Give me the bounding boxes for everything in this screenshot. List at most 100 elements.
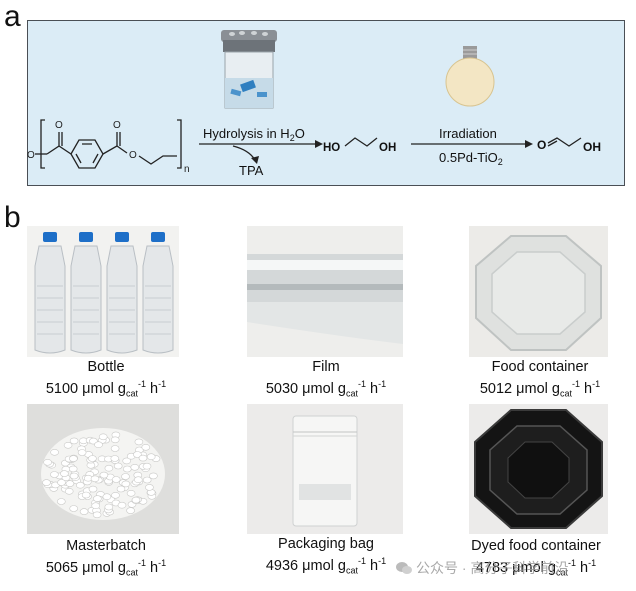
caption-bottle: Bottle 5100 μmol gcat-1 h-1 [6, 359, 206, 403]
byproduct-tpa: TPA [239, 163, 264, 178]
eg-backbone [344, 137, 378, 147]
pellet [142, 462, 152, 470]
irradiation-label: Irradiation [439, 126, 497, 141]
caption-packaging-bag: Packaging bag 4936 μmol gcat-1 h-1 [226, 536, 426, 580]
ga-oh: OH [583, 140, 601, 154]
pellet [122, 457, 131, 465]
pellet [134, 476, 143, 483]
pellet [116, 485, 126, 493]
pellet [92, 511, 102, 519]
reaction-scheme-box [27, 20, 625, 186]
sample-rate: 5012 μmol gcat-1 h-1 [479, 379, 601, 399]
pellet [42, 479, 51, 486]
bracket-right [177, 119, 182, 169]
pellet [88, 455, 97, 462]
pellet [77, 449, 87, 456]
ester-oxygen-top-1: O [55, 120, 63, 131]
pellet [111, 476, 121, 483]
pellet [149, 472, 158, 480]
pellet [63, 441, 73, 449]
pellet [145, 484, 154, 491]
pellet [69, 437, 79, 445]
panel-label-b: b [4, 201, 21, 234]
pellet [69, 505, 79, 512]
pellet [99, 471, 109, 479]
eg-ho: HO [323, 142, 340, 154]
sample-rate: 5065 μmol gcat-1 h-1 [45, 558, 167, 578]
ga-backbone [547, 137, 582, 147]
wechat-icon [396, 562, 412, 574]
pellet [126, 490, 136, 497]
pellet [91, 502, 100, 509]
sample-rate: 4783 μmol gcat-1 h-1 [475, 558, 597, 578]
ester-oxygen-link-2: O [129, 150, 137, 161]
pellet [93, 495, 102, 502]
photo-film [247, 226, 403, 357]
pellet [56, 498, 66, 505]
pellet [104, 464, 114, 472]
pellet [98, 433, 108, 441]
sample-rate: 5100 μmol gcat-1 h-1 [45, 379, 167, 399]
pellet [131, 496, 141, 504]
pellet [110, 445, 120, 452]
bottles-illustration [34, 232, 174, 354]
pellet [50, 471, 59, 478]
sample-name: Food container [491, 359, 589, 375]
pellet [142, 476, 152, 484]
ester-oxygen-link-1: O [27, 150, 35, 161]
pellet [141, 443, 151, 451]
caption-food-container: Food container 5012 μmol gcat-1 h-1 [440, 359, 636, 403]
reactor-jar-icon [221, 30, 277, 109]
pellet [64, 488, 74, 495]
pellet [130, 463, 140, 471]
pellet [75, 481, 85, 489]
pellet [60, 470, 69, 477]
pellet [111, 492, 120, 499]
pellet [121, 480, 131, 488]
watermark: 公众号 · 高分子科学前沿 [396, 558, 568, 578]
pellet [68, 465, 78, 473]
pellet [69, 472, 79, 480]
pellet [102, 493, 112, 500]
photo-bottle [27, 226, 179, 357]
pellet [69, 455, 78, 462]
caption-film: Film 5030 μmol gcat-1 h-1 [226, 359, 426, 403]
pellet [94, 441, 103, 449]
sample-name: Masterbatch [66, 538, 146, 554]
panel-label-a: a [4, 0, 21, 33]
pellet [110, 436, 120, 444]
photo-food-container [469, 226, 608, 357]
reaction-scheme: O O O O n Hydrolysis in H2O TPA HO OH Ir… [27, 30, 601, 178]
carbonyl-left [46, 132, 60, 155]
pellet [79, 508, 89, 515]
pellet [146, 453, 156, 461]
photo-packaging-bag [247, 404, 403, 534]
pellet [121, 473, 130, 480]
to-ring-left [58, 145, 72, 155]
pellet [88, 485, 98, 493]
pellet [117, 501, 127, 509]
pellet [134, 438, 144, 446]
sample-name: Packaging bag [278, 536, 374, 552]
caption-masterbatch: Masterbatch 5065 μmol gcat-1 h-1 [6, 538, 206, 582]
pellet [65, 480, 75, 487]
pellet [113, 462, 123, 470]
pellet [123, 465, 132, 473]
ester-oxygen-top-2: O [113, 120, 121, 131]
sample-name: Bottle [87, 359, 125, 375]
bracket-left [40, 119, 45, 169]
ethylene-link [138, 155, 177, 165]
sample-name: Film [312, 359, 340, 375]
pellet [138, 454, 148, 462]
pellet [81, 491, 91, 499]
sample-name: Dyed food container [471, 538, 601, 554]
pellet [43, 458, 52, 466]
pellet [110, 455, 120, 462]
watermark-text: 公众号 · 高分子科学前沿 [416, 560, 569, 576]
repeat-subscript: n [184, 164, 190, 175]
pellet [57, 479, 66, 486]
pellet [90, 475, 100, 483]
photo-dyed-food-container [469, 404, 608, 534]
sample-rate: 4936 μmol gcat-1 h-1 [265, 556, 387, 576]
light-bulb-icon [445, 46, 495, 107]
